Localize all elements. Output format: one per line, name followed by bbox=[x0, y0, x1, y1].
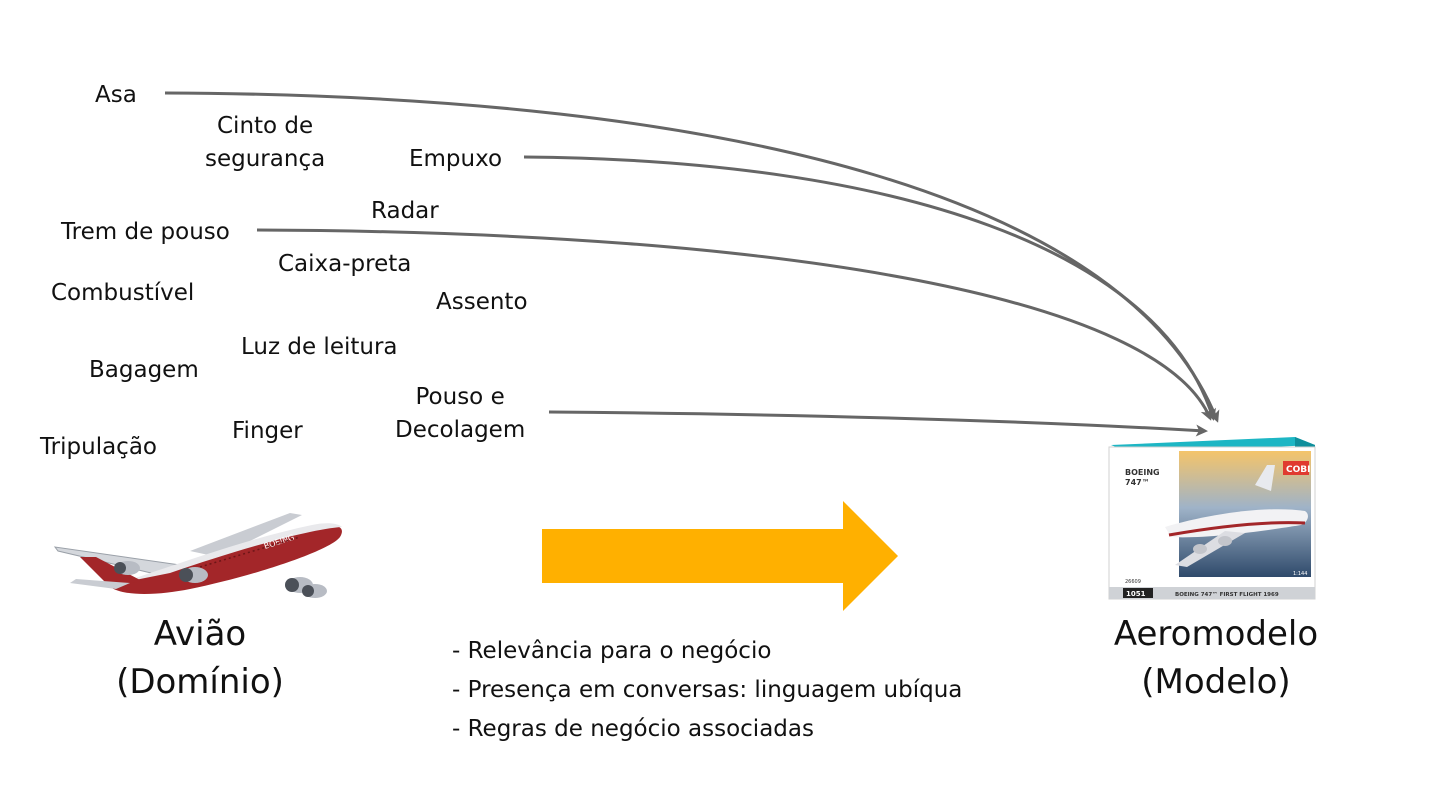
modelling-criteria-list: - Relevância para o negócio - Presença e… bbox=[452, 632, 962, 749]
domain-caption-line1: Avião bbox=[153, 614, 247, 654]
term-assento: Assento bbox=[436, 289, 528, 315]
model-kit-box-image: BOEING 747™ COBI 26609 1:144 1051 BOEING… bbox=[1108, 437, 1316, 600]
criteria-item: - Presença em conversas: linguagem ubíqu… bbox=[452, 677, 963, 703]
term-cinto-line2: segurança bbox=[205, 146, 326, 172]
domain-caption: Avião (Domínio) bbox=[110, 610, 290, 706]
kit-title-line1: BOEING bbox=[1125, 468, 1160, 477]
term-cinto-de-seguranca: Cinto de segurança bbox=[205, 110, 325, 176]
airliner-image: BOEING bbox=[53, 513, 342, 598]
arrow-empuxo bbox=[523, 155, 1217, 421]
criteria-item: - Relevância para o negócio bbox=[452, 638, 772, 664]
term-caixa-preta: Caixa-preta bbox=[278, 251, 412, 277]
term-cinto-line1: Cinto de bbox=[217, 113, 314, 139]
domain-caption-line2: (Domínio) bbox=[116, 662, 284, 702]
term-bagagem: Bagagem bbox=[89, 357, 199, 383]
term-pouso-e-decolagem: Pouso e Decolagem bbox=[395, 381, 525, 447]
term-trem-de-pouso: Trem de pouso bbox=[61, 219, 230, 245]
term-asa: Asa bbox=[95, 82, 137, 108]
term-empuxo: Empuxo bbox=[409, 146, 503, 172]
kit-brand: COBI bbox=[1286, 465, 1310, 475]
model-caption-line2: (Modelo) bbox=[1141, 662, 1291, 702]
term-pouso-line1: Pouso e bbox=[415, 384, 505, 410]
term-luz-de-leitura: Luz de leitura bbox=[241, 334, 398, 360]
big-right-arrow bbox=[542, 501, 898, 611]
kit-product-name: BOEING 747™ FIRST FLIGHT 1969 bbox=[1175, 591, 1279, 598]
kit-pieces: 1051 bbox=[1126, 590, 1146, 598]
term-radar: Radar bbox=[371, 198, 439, 224]
kit-title-line2: 747™ bbox=[1125, 478, 1150, 487]
term-pouso-line2: Decolagem bbox=[395, 417, 526, 443]
term-tripulacao: Tripulação bbox=[40, 434, 157, 460]
model-caption: Aeromodelo (Modelo) bbox=[1096, 610, 1336, 706]
term-combustivel: Combustível bbox=[51, 280, 195, 306]
model-caption-line1: Aeromodelo bbox=[1113, 614, 1319, 654]
kit-scale: 1:144 bbox=[1293, 571, 1307, 577]
arrow-trem-de-pouso bbox=[256, 228, 1212, 421]
arrow-pouso-e-decolagem bbox=[548, 410, 1208, 437]
criteria-item: - Regras de negócio associadas bbox=[452, 716, 814, 742]
kit-code: 26609 bbox=[1125, 579, 1141, 585]
term-finger: Finger bbox=[232, 418, 303, 444]
